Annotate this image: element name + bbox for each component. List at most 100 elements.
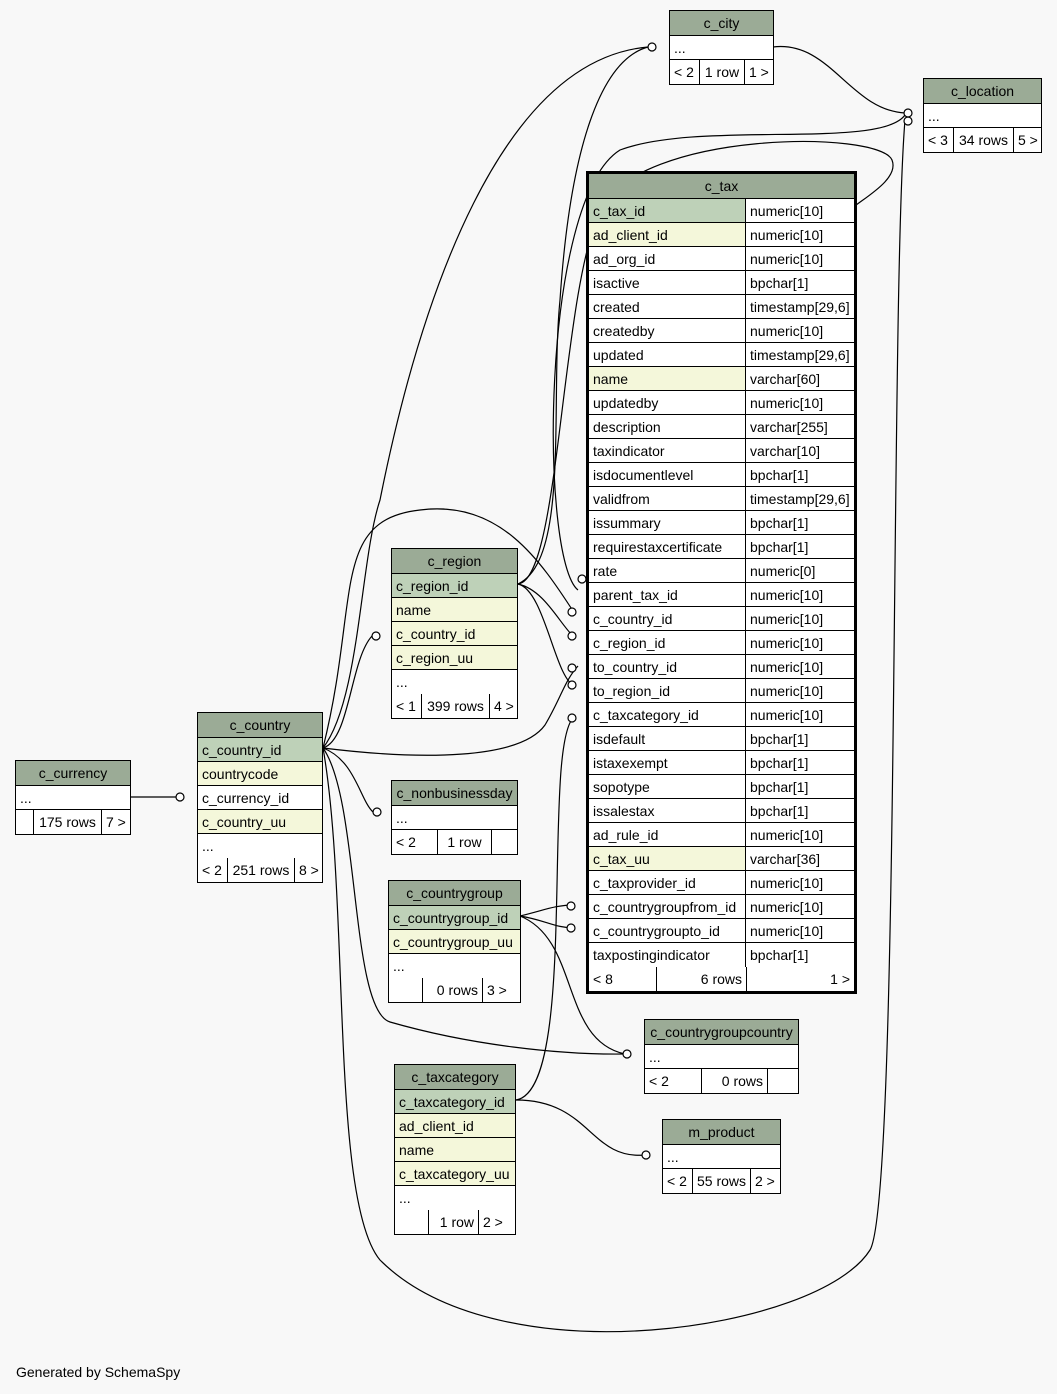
prev-link[interactable]: < 2 <box>670 60 700 84</box>
prev-link[interactable] <box>389 978 423 1002</box>
column-row[interactable]: c_taxcategory_uu <box>395 1162 515 1186</box>
table-title[interactable]: c_city <box>670 11 773 36</box>
prev-link[interactable]: < 2 <box>645 1069 702 1093</box>
next-link[interactable]: 3 > <box>487 982 507 998</box>
next-link[interactable]: 8 > <box>299 862 319 878</box>
next-link[interactable]: 2 > <box>483 1214 503 1230</box>
next-link[interactable]: 5 > <box>1018 132 1038 148</box>
column-row[interactable]: c_currency_id <box>198 786 322 810</box>
column-row[interactable]: c_country_id <box>198 738 322 762</box>
table-title[interactable]: c_countrygroupcountry <box>645 1020 798 1045</box>
table-c-location[interactable]: c_location ... < 3 34 rows 5 > <box>923 78 1042 153</box>
prev-link[interactable]: < 2 <box>198 858 228 882</box>
column-row[interactable]: c_countrygroup_uu <box>389 930 520 954</box>
table-c-city[interactable]: c_city ... < 2 1 row 1 > <box>669 10 774 85</box>
edge-tax-self <box>552 114 906 591</box>
next-link[interactable] <box>492 830 517 854</box>
table-title[interactable]: c_currency <box>16 761 130 786</box>
column-name: c_countrygroupfrom_id <box>589 895 746 918</box>
table-title[interactable]: c_country <box>198 713 322 738</box>
table-title[interactable]: c_countrygroup <box>389 881 520 906</box>
next-link[interactable]: 7 > <box>106 814 126 830</box>
next-link[interactable]: 4 > <box>494 698 514 714</box>
column-row[interactable]: c_region_uu <box>392 646 517 670</box>
prev-link[interactable]: < 2 <box>663 1169 693 1193</box>
table-c-currency[interactable]: c_currency ... 175 rows 7 > <box>15 760 131 835</box>
column-row[interactable]: ... <box>389 954 520 978</box>
table-m-product[interactable]: m_product ... < 2 55 rows 2 > <box>662 1119 781 1194</box>
column-name: isdefault <box>589 727 746 750</box>
table-title[interactable]: c_location <box>924 79 1041 104</box>
prev-link[interactable]: < 3 <box>924 128 954 152</box>
prev-link[interactable]: < 2 <box>392 830 438 854</box>
column-row[interactable]: ... <box>198 834 322 858</box>
prev-link[interactable] <box>16 810 34 834</box>
column-row[interactable]: ... <box>392 670 517 694</box>
column-row[interactable]: name <box>395 1138 515 1162</box>
prev-link[interactable]: < 8 <box>589 967 657 991</box>
table-title[interactable]: c_taxcategory <box>395 1065 515 1090</box>
table-c-countrygroupcountry[interactable]: c_countrygroupcountry ... < 2 0 rows <box>644 1019 799 1094</box>
next-link[interactable] <box>768 1069 798 1093</box>
column-row[interactable]: ... <box>395 1186 515 1210</box>
column-row[interactable]: c_countrygroup_id <box>389 906 520 930</box>
next-link[interactable]: 2 > <box>755 1173 775 1189</box>
column-row[interactable]: c_country_id <box>392 622 517 646</box>
next-link[interactable]: 1 > <box>749 64 769 80</box>
prev-link[interactable] <box>395 1210 429 1234</box>
table-title[interactable]: m_product <box>663 1120 780 1145</box>
table-title[interactable]: c_tax <box>589 174 854 199</box>
column-name: name <box>395 1138 515 1161</box>
column-row[interactable]: c_region_id <box>392 574 517 598</box>
column-row[interactable]: countrycode <box>198 762 322 786</box>
table-title[interactable]: c_region <box>392 549 517 574</box>
column-row[interactable]: c_country_uu <box>198 810 322 834</box>
table-c-nonbusinessday[interactable]: c_nonbusinessday ... < 2 1 row <box>391 780 518 855</box>
column-row[interactable]: ad_client_id <box>395 1114 515 1138</box>
column-type: numeric[10] <box>750 875 824 891</box>
column-type: varchar[60] <box>750 371 821 387</box>
table-title[interactable]: c_nonbusinessday <box>392 781 517 806</box>
column-row[interactable]: c_taxcategory_id <box>395 1090 515 1114</box>
next-link[interactable]: 1 > <box>830 971 850 987</box>
prev-link[interactable]: < 1 <box>392 694 422 718</box>
column-row[interactable]: name <box>392 598 517 622</box>
